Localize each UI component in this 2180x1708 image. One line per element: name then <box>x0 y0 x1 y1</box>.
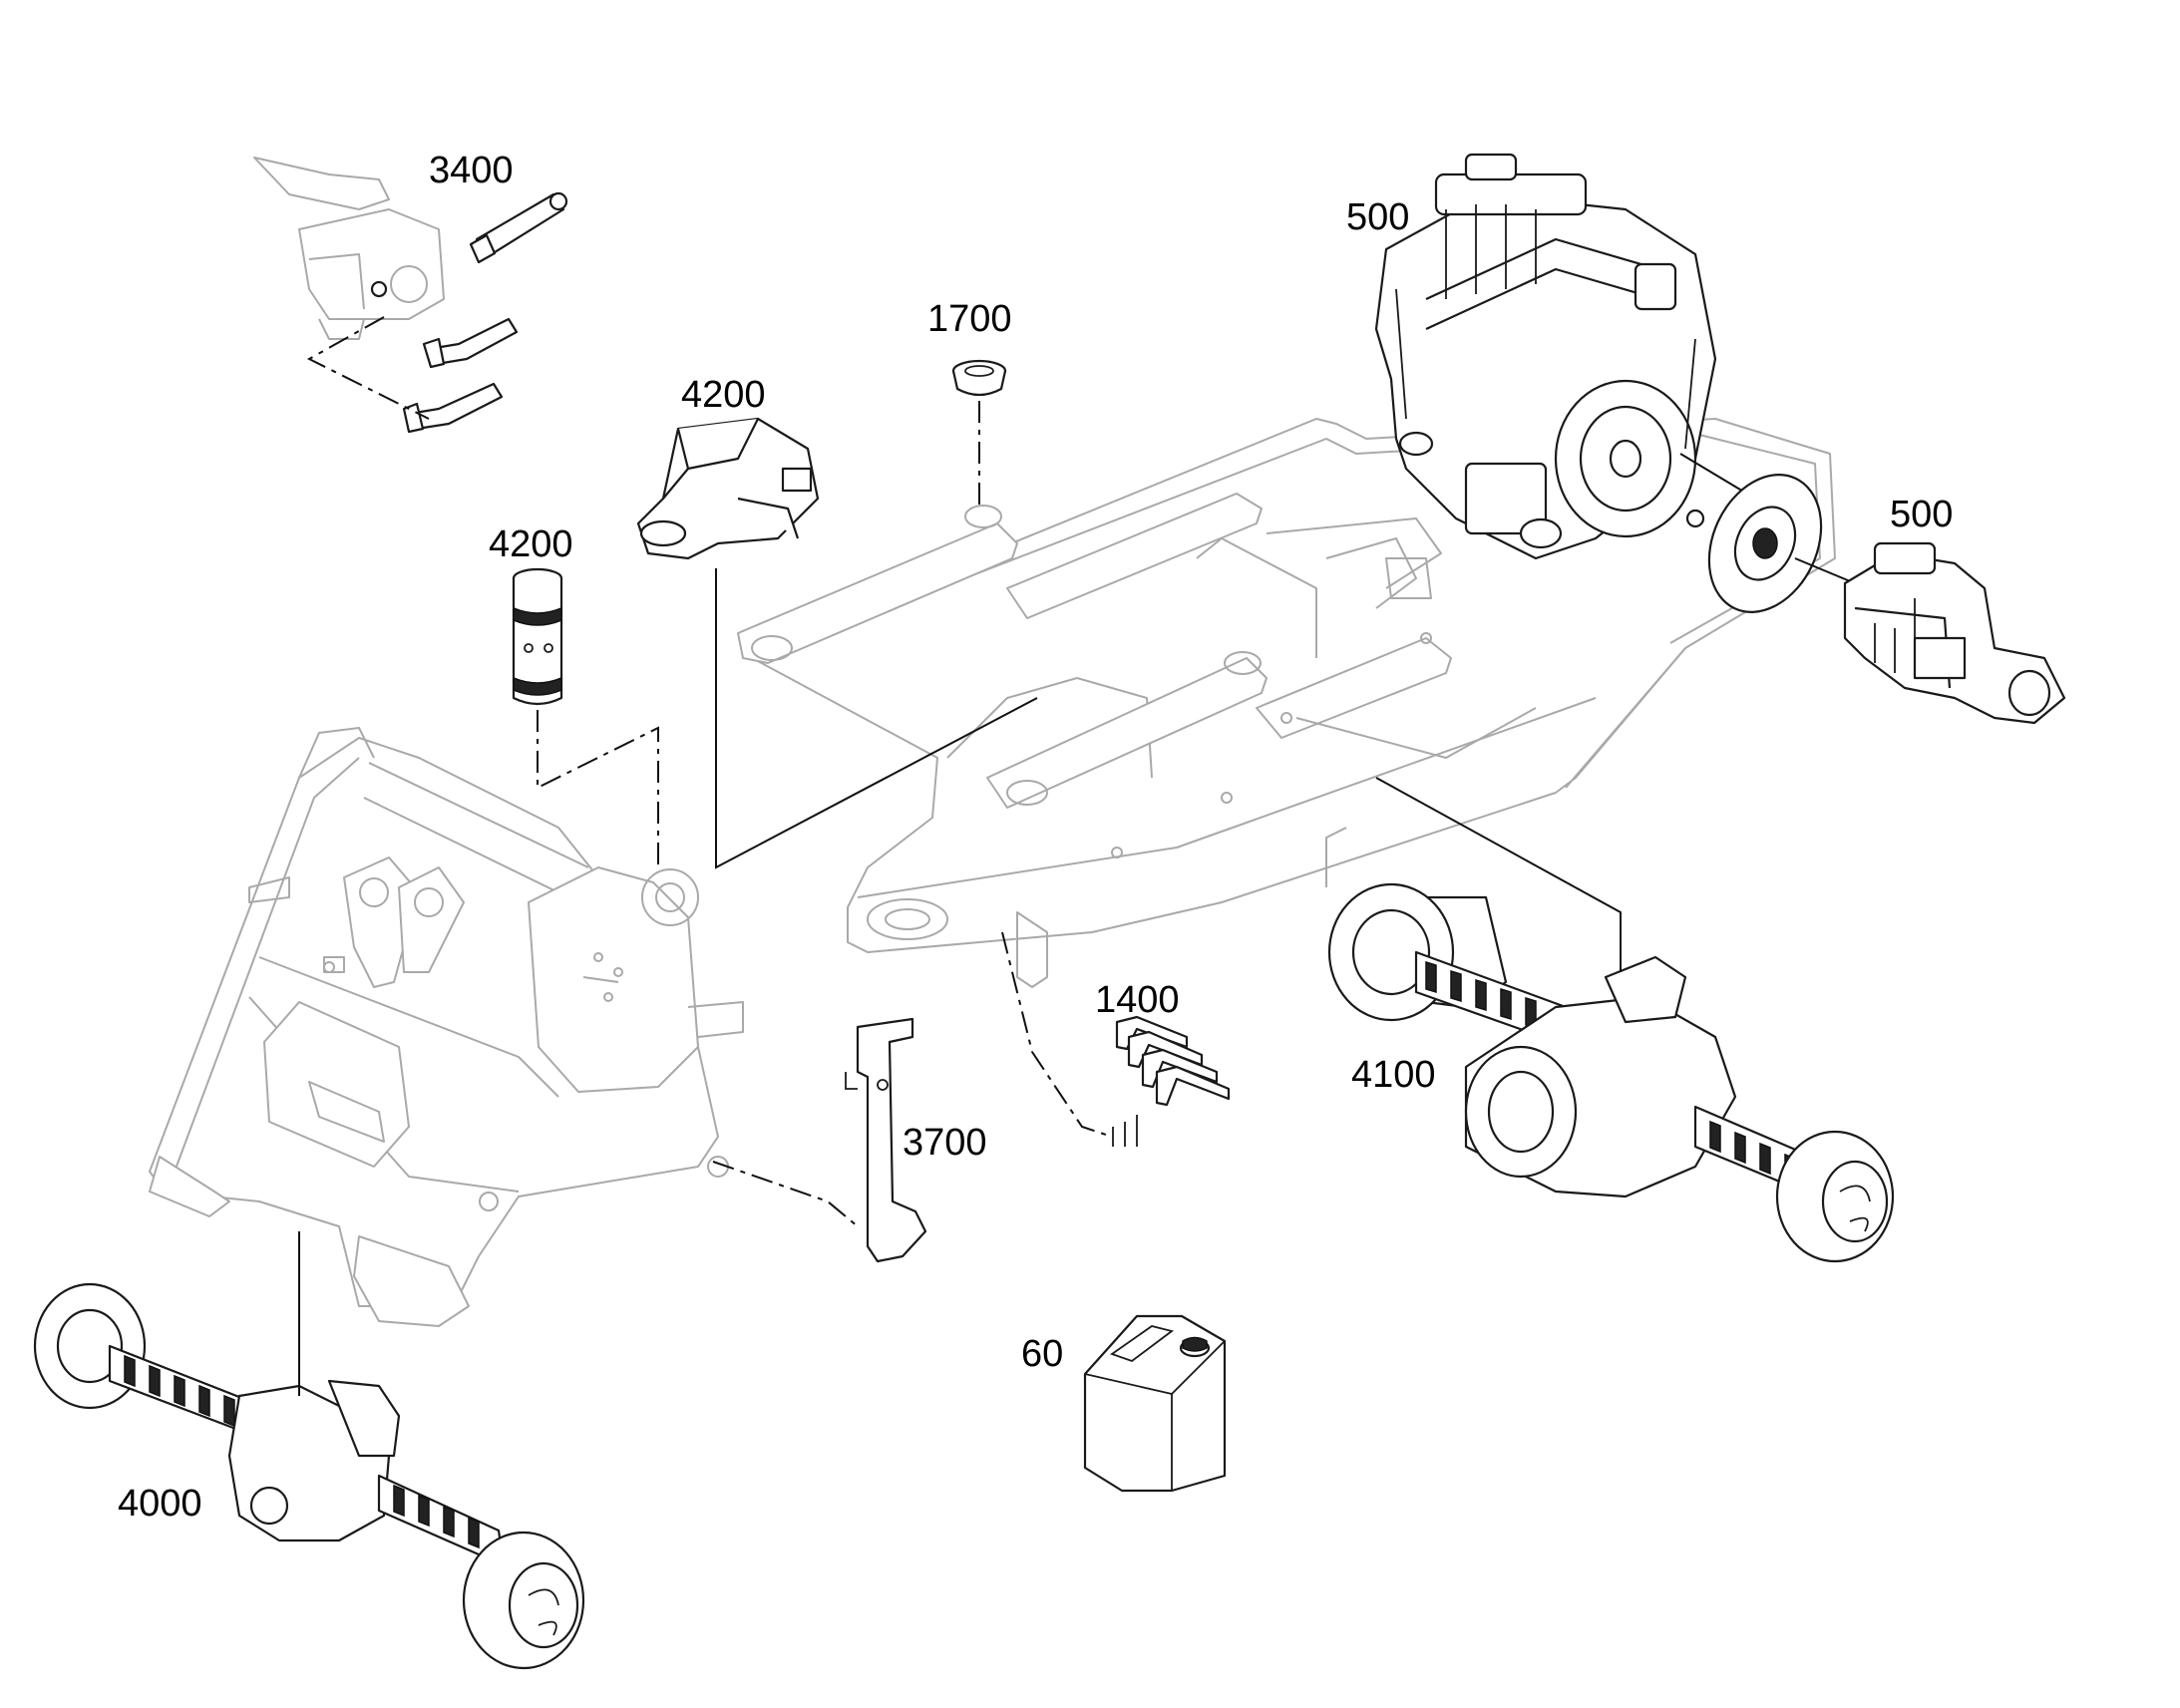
callout-500-engine: 500 <box>1346 196 1409 238</box>
mount-bracket-4200 <box>636 417 820 560</box>
pedal-valve-assembly-3400 <box>253 157 445 340</box>
hanger-bracket-3700 <box>845 1017 927 1263</box>
front-loader-frame <box>149 727 744 1327</box>
hose-lower <box>402 382 504 434</box>
plug-1700 <box>951 359 1007 397</box>
hydraulic-pump-500 <box>1843 541 2066 725</box>
callout-1400: 1400 <box>1095 979 1180 1021</box>
leader-4100 <box>1375 777 1622 972</box>
oil-canister-60 <box>1083 1314 1227 1493</box>
leader-1400 <box>1001 931 1113 1138</box>
callout-60: 60 <box>1021 1333 1063 1375</box>
hose-upper <box>469 191 568 264</box>
flywheel-disc <box>1707 474 1823 613</box>
engine-500 <box>1374 153 1717 560</box>
bushing-4200 <box>512 567 563 706</box>
hose-middle <box>422 317 519 369</box>
leader-3400 <box>306 316 430 420</box>
front-axle-4000 <box>33 1282 585 1670</box>
leader-3700 <box>712 1161 859 1227</box>
callout-4200-bracket: 4200 <box>681 374 766 416</box>
leader-flywheel-pump <box>1794 557 1856 584</box>
callout-3700: 3700 <box>903 1122 987 1164</box>
hose-fittings-1400 <box>1112 1015 1231 1147</box>
callout-4200-bushing: 4200 <box>489 523 573 565</box>
callout-4000: 4000 <box>118 1483 202 1525</box>
callout-3400: 3400 <box>429 150 514 191</box>
rear-chassis-frame <box>737 418 1836 988</box>
rear-axle-4100 <box>1327 882 1895 1263</box>
callout-4100: 4100 <box>1351 1054 1436 1096</box>
callout-500-pump: 500 <box>1890 494 1953 535</box>
callout-1700: 1700 <box>927 298 1012 340</box>
leader-4200-bracket <box>715 568 1038 869</box>
